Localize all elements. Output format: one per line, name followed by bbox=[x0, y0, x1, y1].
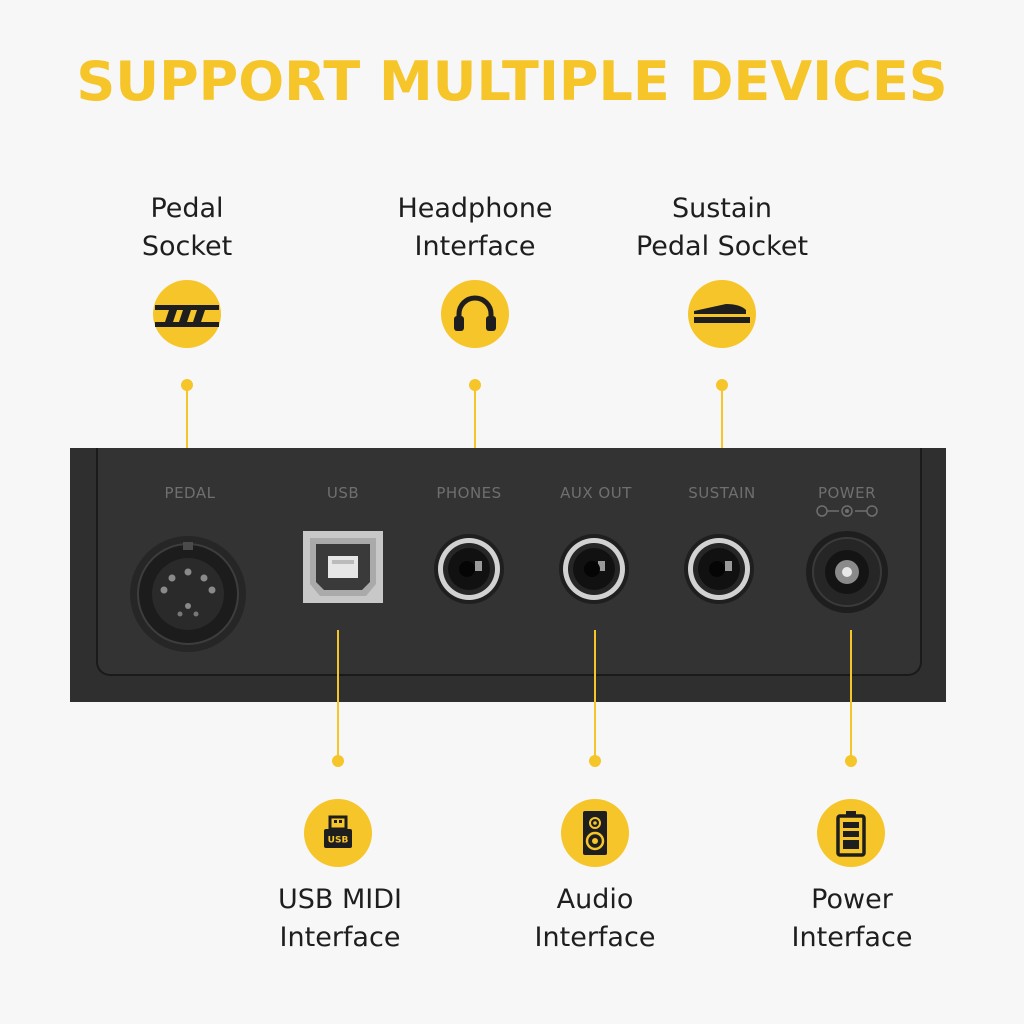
port-label-aux-out: AUX OUT bbox=[560, 484, 632, 502]
power-interface-label: Power Interface bbox=[791, 884, 913, 953]
usb-b-port bbox=[303, 531, 383, 603]
pedal-socket-label: Pedal Socket bbox=[141, 193, 233, 262]
usb-icon: USB bbox=[324, 815, 352, 848]
piano-pedals-icon bbox=[155, 305, 219, 327]
port-label-phones: PHONES bbox=[436, 484, 502, 502]
aux-out-jack bbox=[559, 534, 629, 604]
piano-pedals-badge bbox=[153, 280, 221, 348]
pedal-din-port bbox=[130, 536, 246, 652]
page-title: SUPPORT MULTIPLE DEVICES bbox=[76, 50, 948, 113]
power-connector-line bbox=[850, 630, 852, 760]
port-label-pedal: PEDAL bbox=[164, 484, 216, 502]
battery-badge bbox=[817, 799, 885, 867]
port-label-usb: USB bbox=[326, 484, 360, 502]
polarity-symbol-icon bbox=[816, 505, 878, 517]
sustain-pedal-badge bbox=[688, 280, 756, 348]
audio-connector-line bbox=[594, 630, 596, 760]
speaker-badge bbox=[561, 799, 629, 867]
audio-connector-dot bbox=[589, 755, 601, 767]
usb-midi-interface-label: USB MIDI Interface bbox=[277, 884, 403, 953]
port-label-sustain: SUSTAIN bbox=[688, 484, 756, 502]
usb-badge: USB bbox=[304, 799, 372, 867]
headphones-icon bbox=[454, 295, 496, 331]
phones-jack bbox=[434, 534, 504, 604]
power-connector-dot bbox=[845, 755, 857, 767]
port-label-power: POWER bbox=[817, 484, 877, 502]
headphones-badge bbox=[441, 280, 509, 348]
battery-icon bbox=[836, 811, 866, 857]
svg-text:USB: USB bbox=[328, 836, 349, 846]
usb-connector-dot bbox=[332, 755, 344, 767]
sustain-pedal-socket-label: Sustain Pedal Socket bbox=[635, 193, 809, 262]
power-dc-jack bbox=[806, 531, 888, 613]
audio-interface-label: Audio Interface bbox=[534, 884, 656, 953]
speaker-icon bbox=[583, 811, 607, 855]
sustain-jack bbox=[684, 534, 754, 604]
headphone-interface-label: Headphone Interface bbox=[397, 193, 553, 262]
rear-panel: PEDAL USB PHONES AUX OUT SUSTAIN POWER bbox=[70, 448, 946, 702]
usb-connector-line bbox=[337, 630, 339, 760]
sustain-pedal-icon bbox=[694, 304, 750, 323]
